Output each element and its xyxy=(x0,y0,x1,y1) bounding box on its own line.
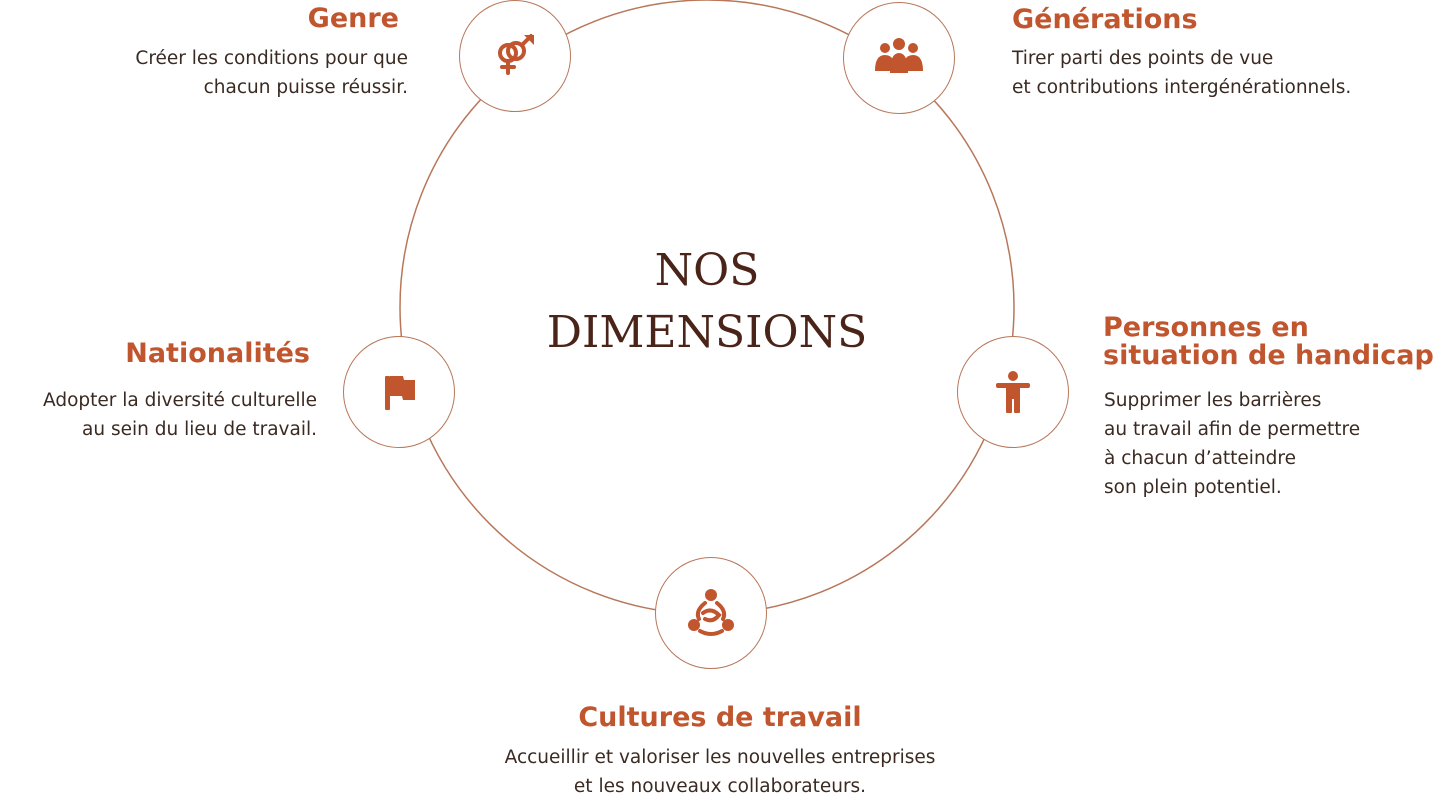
central-heading: NOS DIMENSIONS xyxy=(507,240,907,364)
desc-cultures: Accueillir et valoriser les nouvelles en… xyxy=(370,743,1070,801)
title-handicap-line-1: Personnes en xyxy=(1103,312,1309,343)
desc-generations-line-1: Tirer parti des points de vue xyxy=(1012,48,1274,69)
flag-icon xyxy=(385,376,415,410)
desc-genre-line-2: chacun puisse réussir. xyxy=(203,77,408,98)
desc-genre: Créer les conditions pour que chacun pui… xyxy=(135,44,408,102)
desc-nationalites-line-1: Adopter la diversité culturelle xyxy=(43,390,317,411)
connected-people-icon xyxy=(688,589,734,636)
title-handicap: Personnes en situation de handicap xyxy=(1103,314,1434,370)
title-generations: Générations xyxy=(1012,6,1198,34)
desc-genre-line-1: Créer les conditions pour que xyxy=(135,48,408,69)
title-cultures: Cultures de travail xyxy=(420,704,1020,732)
desc-handicap-line-3: à chacun d’atteindre xyxy=(1104,448,1296,469)
title-cultures-line: Cultures de travail xyxy=(578,702,862,733)
node-genre xyxy=(459,0,571,112)
desc-cultures-line-2: et les nouveaux collaborateurs. xyxy=(573,776,867,797)
title-genre: Genre xyxy=(308,5,399,33)
accessibility-person-icon xyxy=(996,371,1030,413)
node-handicap xyxy=(957,336,1069,448)
desc-handicap: Supprimer les barrières au travail afin … xyxy=(1104,386,1360,502)
gender-symbol-icon xyxy=(498,34,534,75)
desc-handicap-line-2: au travail afin de permettre xyxy=(1104,419,1361,440)
title-nationalites: Nationalités xyxy=(125,340,310,368)
title-generations-line: Générations xyxy=(1012,4,1198,35)
desc-nationalites: Adopter la diversité culturelle au sein … xyxy=(43,386,317,444)
node-generations xyxy=(843,2,955,114)
people-group-icon xyxy=(875,38,923,73)
central-heading-line1: NOS xyxy=(654,245,760,296)
central-heading-line2: DIMENSIONS xyxy=(546,307,868,358)
title-genre-line: Genre xyxy=(307,3,399,34)
title-handicap-line-2: situation de handicap xyxy=(1103,340,1434,371)
title-nationalites-line: Nationalités xyxy=(125,338,310,369)
node-nationalites xyxy=(343,336,455,448)
desc-generations-line-2: et contributions intergénérationnels. xyxy=(1012,77,1352,98)
desc-generations: Tirer parti des points de vue et contrib… xyxy=(1012,44,1351,102)
desc-handicap-line-4: son plein potentiel. xyxy=(1104,477,1282,498)
desc-handicap-line-1: Supprimer les barrières xyxy=(1104,390,1322,411)
desc-nationalites-line-2: au sein du lieu de travail. xyxy=(82,419,317,440)
desc-cultures-line-1: Accueillir et valoriser les nouvelles en… xyxy=(504,747,936,768)
node-cultures xyxy=(655,557,767,669)
